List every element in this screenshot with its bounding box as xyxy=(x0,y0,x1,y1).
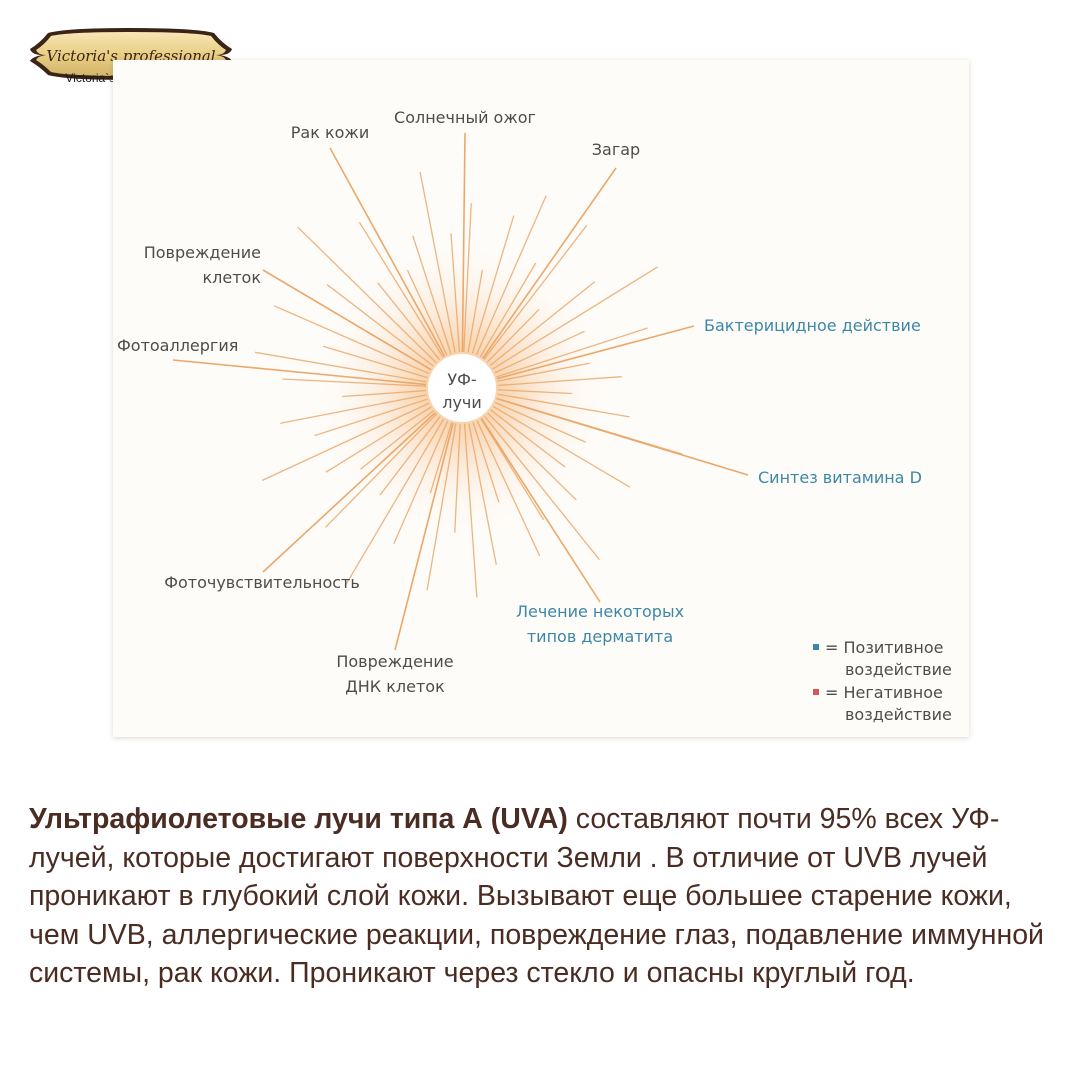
label-photoallergy: Фотоаллергия xyxy=(117,336,238,355)
connector-ray xyxy=(496,325,695,380)
decorative-ray xyxy=(393,420,449,545)
decorative-ray xyxy=(489,281,596,367)
decorative-ray xyxy=(426,423,457,591)
decorative-ray xyxy=(472,422,500,503)
label-sunburn: Солнечный ожог xyxy=(394,108,536,127)
decorative-ray xyxy=(326,284,434,367)
decorative-ray xyxy=(487,412,577,501)
label-dermatitis-line-1: Лечение некоторых xyxy=(516,602,684,621)
decorative-ray xyxy=(273,305,430,375)
decorative-ray xyxy=(325,413,438,528)
description-paragraph: Ультрафиолетовые лучи типа А (UVA) соста… xyxy=(29,800,1059,993)
decorative-ray xyxy=(280,394,427,424)
label-cell-damage-line-2: клеток xyxy=(202,268,261,287)
legend-negative-swatch xyxy=(813,689,819,695)
center-label-line-2: лучи xyxy=(442,393,482,412)
decorative-ray xyxy=(314,398,428,437)
decorative-ray xyxy=(344,418,445,587)
decorative-ray xyxy=(377,282,441,361)
label-cell-damage-line-1: Повреждение xyxy=(144,243,261,262)
decorative-ray xyxy=(379,416,441,496)
decorative-ray xyxy=(497,376,622,387)
decorative-ray xyxy=(494,330,585,374)
connector-ray xyxy=(172,359,427,386)
decorative-ray xyxy=(492,266,658,370)
decorative-ray xyxy=(282,378,427,387)
decorative-ray xyxy=(492,405,631,488)
decorative-ray xyxy=(497,389,572,395)
decorative-ray xyxy=(479,262,537,358)
label-dna-damage-line-2: ДНК клеток xyxy=(345,677,445,696)
connector-ray xyxy=(329,147,446,357)
decorative-ray xyxy=(463,423,478,598)
sun-center xyxy=(428,354,496,422)
diagram-canvas: УФ- лучи Рак кожи Солнечный ожог Загар П… xyxy=(117,108,952,724)
decorative-ray xyxy=(483,224,588,360)
legend-negative-line-1: = Негативное xyxy=(825,683,943,702)
decorative-ray xyxy=(475,195,547,356)
decorative-ray xyxy=(497,393,630,418)
label-dna-damage-line-1: Повреждение xyxy=(336,652,453,671)
decorative-ray xyxy=(406,269,448,356)
label-bactericidal: Бактерицидное действие xyxy=(704,316,921,335)
decorative-ray xyxy=(468,423,497,565)
label-vitamin-d: Синтез витамина D xyxy=(758,468,922,487)
legend-positive-line-2: воздействие xyxy=(845,660,952,679)
connector-ray xyxy=(480,417,601,603)
decorative-ray xyxy=(297,226,437,364)
legend-positive-line-1: = Позитивное xyxy=(825,638,943,657)
decorative-ray xyxy=(325,406,432,473)
decorative-ray xyxy=(494,401,586,443)
legend: = Позитивное воздействие = Негативное во… xyxy=(813,638,952,724)
decorative-ray xyxy=(467,269,484,353)
legend-positive-swatch xyxy=(813,644,819,650)
connector-ray xyxy=(461,132,466,353)
decorative-ray xyxy=(429,422,453,494)
label-photosensitivity: Фоточувствительность xyxy=(164,573,360,592)
uv-effects-diagram: УФ- лучи Рак кожи Солнечный ожог Загар П… xyxy=(113,60,969,737)
decorative-ray xyxy=(262,402,430,481)
decorative-ray xyxy=(490,409,566,468)
decorative-ray xyxy=(480,418,545,521)
decorative-ray xyxy=(412,235,452,354)
decorative-ray xyxy=(358,221,444,358)
connector-ray xyxy=(481,167,617,359)
decorative-ray xyxy=(463,203,472,353)
decorative-ray xyxy=(360,409,435,470)
decorative-ray xyxy=(322,345,428,379)
connector-ray xyxy=(262,411,437,573)
decorative-ray xyxy=(254,351,427,383)
decorative-ray xyxy=(483,415,600,561)
decorative-ray xyxy=(366,331,432,371)
decorative-ray xyxy=(342,389,427,398)
decorative-ray xyxy=(497,362,590,382)
decorative-ray xyxy=(450,233,461,353)
decorative-ray xyxy=(496,327,648,378)
label-dermatitis-line-2: типов дерматита xyxy=(527,627,673,646)
description-heading: Ультрафиолетовые лучи типа А (UVA) xyxy=(29,803,568,835)
connector-ray xyxy=(394,422,454,651)
label-skin-cancer: Рак кожи xyxy=(291,123,369,142)
center-label-line-1: УФ- xyxy=(447,370,476,389)
label-tan: Загар xyxy=(592,140,640,159)
sun-rays xyxy=(172,132,749,651)
description-text: составляют почти 95% всех УФ-лучей, кото… xyxy=(29,803,1044,989)
decorative-ray xyxy=(419,171,456,353)
legend-negative-line-2: воздействие xyxy=(845,705,952,724)
decorative-ray xyxy=(496,397,683,455)
decorative-ray xyxy=(486,308,540,363)
decorative-ray xyxy=(454,423,461,533)
decorative-ray xyxy=(471,215,515,354)
decorative-ray xyxy=(476,420,541,557)
